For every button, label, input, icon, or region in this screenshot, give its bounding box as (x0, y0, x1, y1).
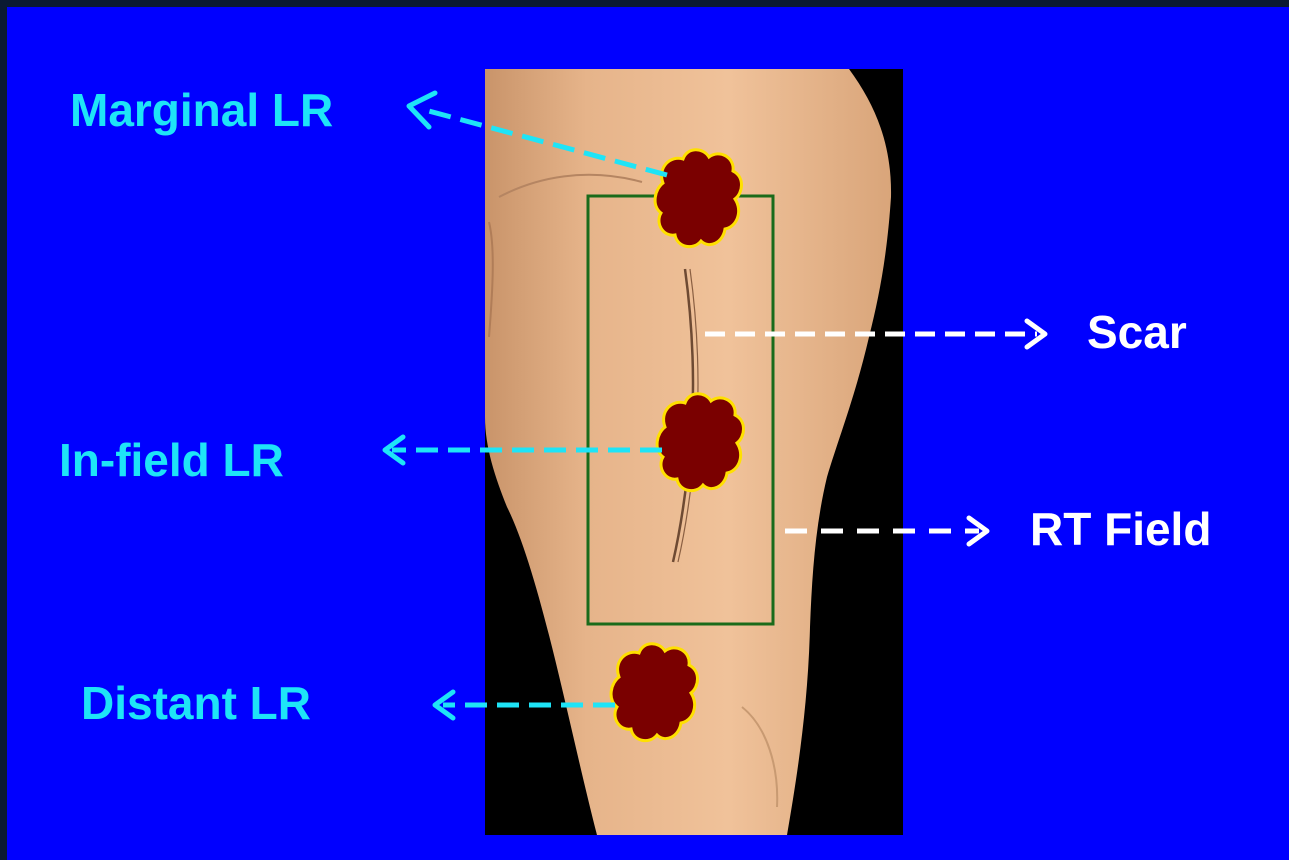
label-infield-lr: In-field LR (59, 437, 284, 483)
label-rt-field: RT Field (1030, 506, 1211, 552)
label-distant-lr: Distant LR (81, 680, 311, 726)
slide-canvas: Marginal LR In-field LR Distant LR Scar … (7, 7, 1289, 860)
label-scar: Scar (1087, 309, 1187, 355)
label-marginal-lr: Marginal LR (70, 87, 333, 133)
